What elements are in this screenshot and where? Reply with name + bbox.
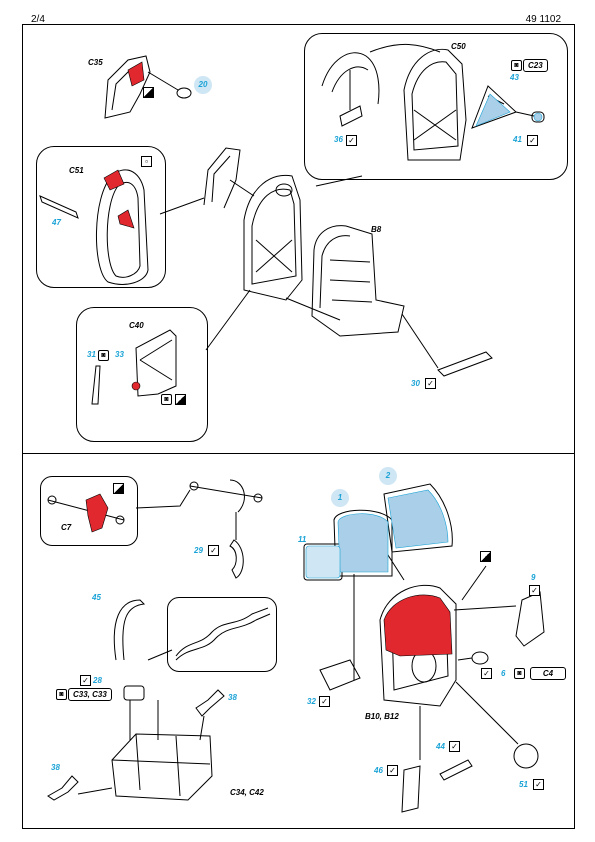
part-number-2: 2 — [379, 467, 397, 485]
check-icon-30: ✓ — [425, 378, 436, 389]
part-number-31: 31 — [87, 350, 96, 359]
part-number-46: 46 — [374, 766, 383, 775]
paint-icon-c40: ◙ — [161, 394, 172, 405]
paint-icon-31: ◙ — [98, 350, 109, 361]
ref-tag-c23: C23 — [523, 59, 548, 72]
part-number-33: 33 — [115, 350, 124, 359]
part-number-47: 47 — [52, 218, 61, 227]
detail-box-c51 — [36, 146, 166, 288]
check-icon-41: ✓ — [527, 135, 538, 146]
check-icon-44: ✓ — [449, 741, 460, 752]
part-label-c34-c42: C34, C42 — [230, 788, 264, 797]
part-number-51: 51 — [519, 780, 528, 789]
detail-box-c50 — [304, 33, 568, 180]
finish-marker-c7 — [113, 483, 124, 494]
part-label-c7: C7 — [61, 523, 72, 532]
part-number-38-upper: 38 — [228, 693, 237, 702]
part-number-6: 6 — [501, 669, 506, 678]
part-number-9: 9 — [531, 573, 536, 582]
finish-marker-c35 — [143, 87, 154, 98]
check-icon-29: ✓ — [208, 545, 219, 556]
check-icon-51: ✓ — [533, 779, 544, 790]
part-label-c35: C35 — [88, 58, 103, 67]
check-icon-6: ✓ — [481, 668, 492, 679]
finish-marker-c40 — [175, 394, 186, 405]
part-number-20: 20 — [194, 76, 212, 94]
part-number-28: 28 — [93, 676, 102, 685]
part-number-38-lower: 38 — [51, 763, 60, 772]
part-number-32: 32 — [307, 697, 316, 706]
product-code: 49 1102 — [525, 14, 561, 25]
part-number-36: 36 — [334, 135, 343, 144]
part-label-c51: C51 — [69, 166, 84, 175]
ref-tag-c33-c33: C33, C33 — [68, 688, 112, 701]
check-icon-9: ✓ — [529, 585, 540, 596]
part-number-45: 45 — [92, 593, 101, 602]
paint-icon-c23: ◙ — [511, 60, 522, 71]
finish-marker-b10 — [480, 551, 491, 562]
part-label-b8: B8 — [371, 225, 382, 234]
part-number-11: 11 — [298, 535, 307, 544]
check-icon-c51: ▫ — [141, 156, 152, 167]
part-number-44: 44 — [436, 742, 445, 751]
detail-box-c40 — [76, 307, 208, 442]
part-number-1: 1 — [331, 489, 349, 507]
lower-panel — [22, 453, 575, 829]
part-label-c40: C40 — [129, 321, 144, 330]
part-label-b10-b12: B10, B12 — [365, 712, 399, 721]
part-number-29: 29 — [194, 546, 203, 555]
part-number-41: 41 — [513, 135, 522, 144]
check-icon-28: ✓ — [80, 675, 91, 686]
paint-icon-c4: ◙ — [514, 668, 525, 679]
paint-icon-c33: ◙ — [56, 689, 67, 700]
detail-box-harness — [167, 597, 277, 672]
part-number-43: 43 — [510, 73, 519, 82]
check-icon-32: ✓ — [319, 696, 330, 707]
check-icon-36: ✓ — [346, 135, 357, 146]
part-number-30: 30 — [411, 379, 420, 388]
part-label-c50: C50 — [451, 42, 466, 51]
ref-tag-c4: C4 — [530, 667, 566, 680]
page-number: 2/4 — [31, 14, 45, 25]
check-icon-46: ✓ — [387, 765, 398, 776]
